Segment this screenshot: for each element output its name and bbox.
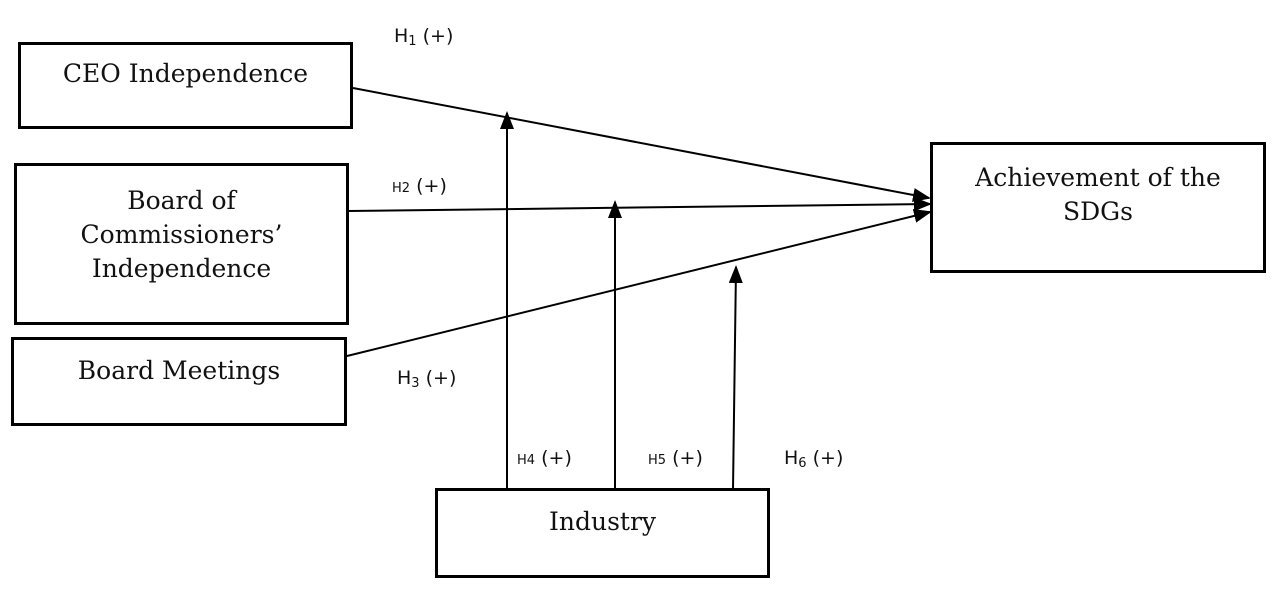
h4-letter: H bbox=[517, 453, 527, 468]
arrow-h2 bbox=[347, 197, 932, 212]
h2-letter: H bbox=[392, 181, 402, 196]
h4-sign: (+) bbox=[541, 447, 572, 469]
hypothesis-label-h3: H3 (+) bbox=[397, 367, 456, 391]
node-ceo-independence: CEO Independence bbox=[18, 42, 353, 129]
h5-sign: (+) bbox=[672, 447, 703, 469]
arrow-h3 bbox=[346, 209, 932, 357]
hypothesis-label-h1: H1 (+) bbox=[394, 25, 453, 49]
node-sdgs-line-2: SDGs bbox=[1063, 197, 1133, 226]
node-boc-line-3: Independence bbox=[91, 254, 272, 283]
h2-index: 2 bbox=[401, 181, 411, 196]
arrow-h1 bbox=[352, 87, 931, 202]
h1-sign: (+) bbox=[422, 25, 454, 47]
h3-index: 3 bbox=[411, 376, 420, 391]
hypothesis-label-h4: H4 (+) bbox=[517, 447, 572, 469]
hypothesis-label-h5: H5 (+) bbox=[648, 447, 703, 469]
h4-index: 4 bbox=[526, 453, 536, 468]
h1-letter: H bbox=[394, 25, 409, 47]
h6-letter: H bbox=[784, 447, 799, 469]
h2-sign: (+) bbox=[416, 175, 447, 197]
node-industry-label: Industry bbox=[548, 507, 657, 536]
hypothesis-label-h6: H6 (+) bbox=[784, 447, 843, 471]
hypothesis-label-h2: H2 (+) bbox=[392, 175, 447, 197]
node-boc-line-2: Commissioners’ bbox=[80, 220, 283, 249]
node-achievement-of-sdgs: Achievement of the SDGs bbox=[930, 142, 1266, 273]
h6-sign: (+) bbox=[812, 447, 844, 469]
h1-index: 1 bbox=[408, 34, 417, 49]
h5-index: 5 bbox=[657, 453, 667, 468]
h5-letter: H bbox=[648, 453, 658, 468]
h3-letter: H bbox=[397, 367, 412, 389]
node-industry: Industry bbox=[435, 488, 770, 578]
h6-index: 6 bbox=[798, 456, 807, 471]
node-ceo-independence-label: CEO Independence bbox=[62, 59, 309, 88]
node-board-meetings: Board Meetings bbox=[11, 337, 347, 426]
node-boc-line-1: Board of bbox=[127, 186, 236, 215]
node-sdgs-line-1: Achievement of the bbox=[975, 163, 1221, 192]
node-board-of-commissioners-independence: Board of Commissioners’ Independence bbox=[14, 163, 349, 325]
node-board-meetings-label: Board Meetings bbox=[77, 356, 281, 385]
arrow-h6 bbox=[728, 265, 743, 490]
h3-sign: (+) bbox=[425, 367, 457, 389]
